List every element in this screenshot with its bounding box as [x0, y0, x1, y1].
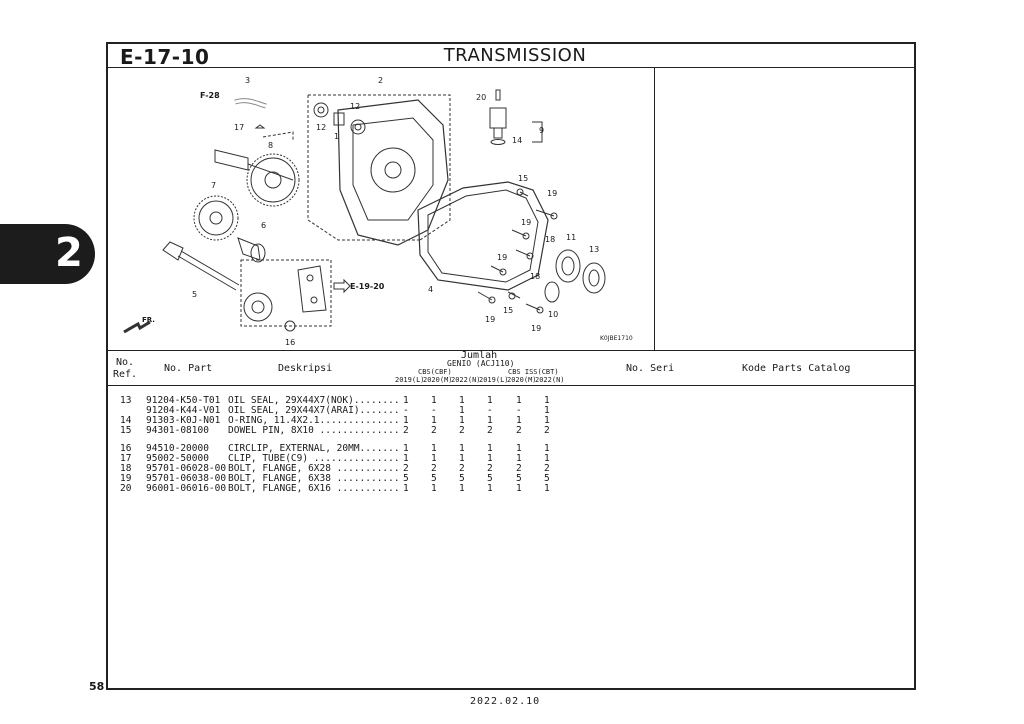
- ref-5: 5: [192, 290, 197, 299]
- ref-13: 13: [589, 245, 599, 254]
- header-catalog: Kode Parts Catalog: [742, 363, 851, 374]
- ref-2: 2: [378, 76, 383, 85]
- ref-fr: FR.: [142, 316, 155, 324]
- header-group2: CBS ISS(CBT): [508, 368, 559, 376]
- print-date: 2022.02.10: [470, 696, 541, 707]
- ref-15a: 15: [518, 174, 528, 183]
- ref-17: 17: [234, 123, 244, 132]
- year-2: 2020(M): [423, 376, 453, 384]
- ref-19a: 19: [547, 189, 557, 198]
- ref-7: 7: [211, 181, 216, 190]
- ref-8: 8: [268, 141, 273, 150]
- ref-e1920: E-19-20: [350, 282, 385, 291]
- ref-12b: 12: [350, 102, 360, 111]
- ref-16: 16: [285, 338, 295, 347]
- page-number: 58: [89, 680, 105, 693]
- section-tab[interactable]: 2: [0, 224, 95, 284]
- ref-19e: 19: [531, 324, 541, 333]
- ref-12a: 12: [316, 123, 326, 132]
- header-no: No.: [116, 357, 135, 368]
- ref-20: 20: [476, 93, 486, 102]
- ref-19d: 19: [485, 315, 495, 324]
- header-model: GENIO (ACJ110): [447, 359, 515, 368]
- ref-19b: 19: [521, 218, 531, 227]
- ref-9: 9: [539, 126, 544, 135]
- year-4: 2019(L): [479, 376, 509, 384]
- exploded-parts-diagram: 3 F-28 17 2 12 12 1 8 7 6 5 FR. E-19-20 …: [123, 76, 606, 347]
- ref-4: 4: [428, 285, 433, 294]
- ref-18a: 18: [545, 235, 555, 244]
- header-qty: Jumlah: [461, 350, 498, 361]
- year-3: 2022(N): [451, 376, 481, 384]
- year-5: 2020(M): [507, 376, 537, 384]
- diagram-divider: [654, 68, 655, 350]
- ref-1: 1: [334, 132, 339, 141]
- header-ref: Ref.: [113, 369, 138, 380]
- header-serial: No. Seri: [626, 363, 675, 374]
- ref-f28: F-28: [200, 91, 220, 100]
- page-title: TRANSMISSION: [443, 45, 587, 66]
- year-1: 2019(L): [395, 376, 425, 384]
- section-code: E-17-10: [120, 45, 210, 69]
- section-tab-label: 2: [55, 230, 83, 276]
- header-desc: Deskripsi: [278, 363, 333, 374]
- table-top-rule: [107, 350, 915, 351]
- ref-11: 11: [566, 233, 576, 242]
- year-6: 2022(N): [535, 376, 565, 384]
- ref-10: 10: [548, 310, 558, 319]
- header-divider: [107, 67, 915, 68]
- header-group1: CBS(CBF): [418, 368, 452, 376]
- ref-6: 6: [261, 221, 266, 230]
- ref-18b: 18: [530, 272, 540, 281]
- header-part: No. Part: [164, 363, 213, 374]
- ref-3: 3: [245, 76, 250, 85]
- ref-19c: 19: [497, 253, 507, 262]
- ref-15b: 15: [503, 306, 513, 315]
- page-frame: [106, 42, 916, 690]
- table-header-rule: [107, 385, 915, 386]
- image-code: K0JBE1710: [600, 335, 633, 342]
- ref-14: 14: [512, 136, 522, 145]
